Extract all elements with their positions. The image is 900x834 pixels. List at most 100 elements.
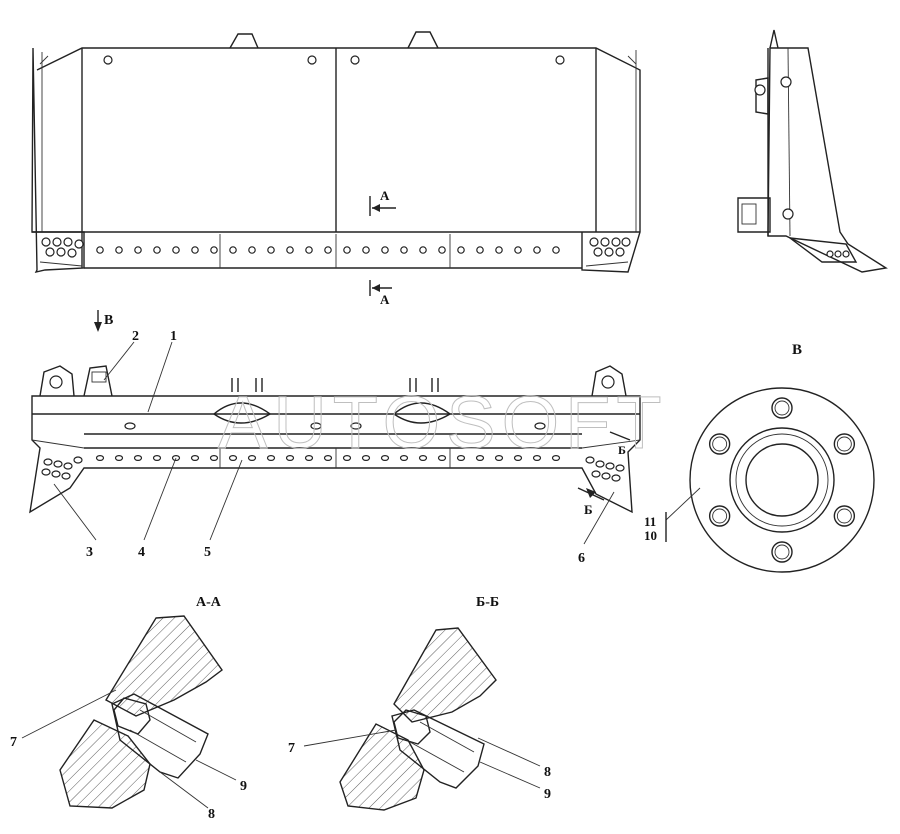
edge-hole xyxy=(551,455,561,462)
callout-9-aa: 9 xyxy=(240,779,247,794)
callout-2: 2 xyxy=(132,329,139,344)
section-aa: А-А 7 9 8 xyxy=(10,595,247,822)
edge-hole xyxy=(399,455,409,462)
edge-hole xyxy=(343,246,351,254)
edge-hole xyxy=(380,455,390,462)
edge-hole xyxy=(419,246,427,254)
bolt-hole xyxy=(708,433,731,455)
edge-hole xyxy=(476,246,484,254)
edge-hole xyxy=(229,246,237,254)
edge-hole xyxy=(115,246,123,254)
edge-hole xyxy=(96,246,104,254)
bolt-hole xyxy=(833,505,856,527)
section-aa-title: А-А xyxy=(196,595,222,610)
edge-hole xyxy=(209,455,219,462)
flange-bolt-holes xyxy=(708,397,856,563)
edge-hole xyxy=(210,246,218,254)
edge-hole xyxy=(362,246,370,254)
section-b-label-2: Б xyxy=(618,443,626,457)
edge-hole xyxy=(456,455,466,462)
section-b-marker: Б Б xyxy=(577,431,631,517)
watermark: AUTOSOFT xyxy=(218,381,668,464)
callout-8-aa: 8 xyxy=(208,807,215,822)
edge-hole xyxy=(247,455,257,462)
section-a-label-bottom: А xyxy=(380,292,390,307)
bolt-hole-inner xyxy=(774,544,790,560)
edge-hole xyxy=(286,246,294,254)
edge-hole xyxy=(494,455,504,462)
front-view: А А xyxy=(31,31,641,307)
view-b-arrow-label: В xyxy=(104,313,113,328)
edge-hole xyxy=(228,455,238,462)
view-b-arrow: В xyxy=(94,310,113,332)
edge-hole xyxy=(266,455,276,462)
bolt-hole-inner xyxy=(712,436,728,452)
edge-hole xyxy=(114,455,124,462)
edge-hole xyxy=(438,246,446,254)
front-left-hole-cluster xyxy=(39,237,84,267)
edge-hole xyxy=(418,455,428,462)
edge-hole xyxy=(513,455,523,462)
front-right-hole-cluster xyxy=(585,237,631,267)
edge-hole xyxy=(533,246,541,254)
callout-3: 3 xyxy=(86,545,93,560)
edge-hole xyxy=(153,246,161,254)
edge-hole xyxy=(305,246,313,254)
section-a-label-top: А xyxy=(380,188,390,203)
top-right-hole-cluster xyxy=(585,456,625,482)
bolt-hole-inner xyxy=(836,436,852,452)
callout-1: 1 xyxy=(170,329,177,344)
bolt-hole-inner xyxy=(836,508,852,524)
callout-5: 5 xyxy=(204,545,211,560)
top-left-hole-cluster xyxy=(41,456,83,480)
callout-6: 6 xyxy=(578,551,585,566)
cutting-edge-holes xyxy=(96,246,560,254)
edge-hole xyxy=(152,455,162,462)
top-view: В Б Б 1 2 3 4 5 6 xyxy=(29,310,641,566)
edge-hole xyxy=(172,246,180,254)
section-bb-title: Б-Б xyxy=(476,595,499,610)
top-cutting-edge-holes xyxy=(95,455,561,462)
section-a-marker: А А xyxy=(369,188,396,307)
bolt-hole xyxy=(833,433,856,455)
edge-hole xyxy=(400,246,408,254)
edge-hole xyxy=(381,246,389,254)
edge-hole xyxy=(133,455,143,462)
bolt-hole xyxy=(708,505,731,527)
edge-hole xyxy=(342,455,352,462)
bolt-hole xyxy=(771,541,793,563)
view-b-flange: В 11 10 xyxy=(644,342,875,573)
callout-7-bb: 7 xyxy=(288,741,295,756)
section-bb: Б-Б 7 8 9 xyxy=(288,595,551,811)
edge-hole xyxy=(514,246,522,254)
callout-11: 11 xyxy=(644,514,656,529)
callout-8-bb: 8 xyxy=(544,765,551,780)
section-b-label: Б xyxy=(584,502,593,517)
side-view xyxy=(737,29,888,273)
view-b-title: В xyxy=(792,342,802,358)
edge-hole xyxy=(532,455,542,462)
callout-4: 4 xyxy=(138,545,145,560)
edge-hole xyxy=(457,246,465,254)
edge-hole xyxy=(552,246,560,254)
edge-hole xyxy=(475,455,485,462)
bolt-hole-inner xyxy=(712,508,728,524)
edge-hole xyxy=(191,246,199,254)
bolt-hole xyxy=(771,397,793,419)
edge-hole xyxy=(285,455,295,462)
edge-hole xyxy=(95,455,105,462)
edge-hole xyxy=(267,246,275,254)
edge-hole xyxy=(437,455,447,462)
callout-10: 10 xyxy=(644,528,657,543)
callout-9-bb: 9 xyxy=(544,787,551,802)
edge-hole xyxy=(324,246,332,254)
callout-7-aa: 7 xyxy=(10,735,17,750)
edge-hole xyxy=(323,455,333,462)
edge-hole xyxy=(495,246,503,254)
edge-hole xyxy=(361,455,371,462)
edge-hole xyxy=(134,246,142,254)
edge-hole xyxy=(190,455,200,462)
bolt-hole-inner xyxy=(774,400,790,416)
edge-hole xyxy=(304,455,314,462)
